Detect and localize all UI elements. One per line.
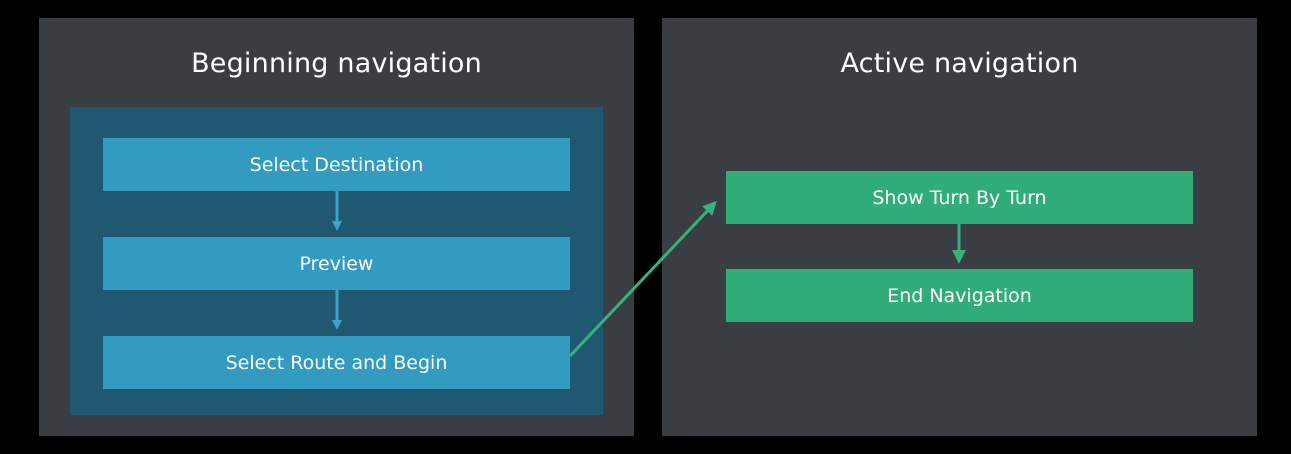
step-select-destination: Select Destination — [103, 138, 570, 191]
step-end-navigation-label: End Navigation — [887, 284, 1032, 307]
step-preview-label: Preview — [299, 252, 374, 275]
beginning-navigation-title: Beginning navigation — [191, 48, 482, 79]
step-select-destination-label: Select Destination — [249, 153, 424, 176]
active-navigation-title: Active navigation — [840, 48, 1079, 79]
step-preview: Preview — [103, 237, 570, 290]
step-show-turn-by-turn: Show Turn By Turn — [726, 171, 1193, 224]
step-show-turn-by-turn-label: Show Turn By Turn — [872, 186, 1047, 209]
step-select-route-and-begin: Select Route and Begin — [103, 336, 570, 389]
active-navigation-panel: Active navigation — [662, 18, 1257, 436]
step-select-route-and-begin-label: Select Route and Begin — [225, 351, 448, 374]
step-end-navigation: End Navigation — [726, 269, 1193, 322]
